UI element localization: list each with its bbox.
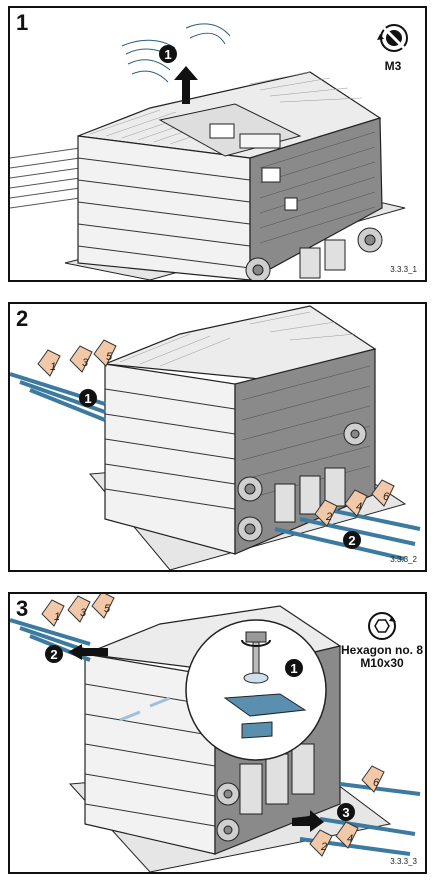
housing-left-face bbox=[77, 135, 251, 280]
step-number: 1 bbox=[16, 10, 29, 35]
svg-text:2: 2 bbox=[320, 841, 327, 853]
terminal-block bbox=[274, 467, 346, 523]
svg-text:4: 4 bbox=[356, 501, 362, 513]
cable-tag: 5 bbox=[91, 594, 115, 619]
screwdriver-rotate-icon bbox=[377, 24, 408, 52]
figure-id: 3.3.3_2 bbox=[390, 555, 417, 564]
cooling-fan bbox=[245, 227, 383, 280]
cooling-fan bbox=[216, 782, 240, 842]
figure-id: 3.3.3_3 bbox=[390, 857, 417, 866]
cable-tag: 6 bbox=[361, 765, 385, 793]
housing-ribs bbox=[77, 157, 251, 269]
cable-tag: 3 bbox=[67, 595, 91, 623]
step-3-panel: 3 bbox=[8, 592, 427, 874]
lift-arrow bbox=[174, 66, 198, 104]
step-badge-3: 3 bbox=[337, 803, 355, 821]
cable-tag: 3 bbox=[69, 345, 93, 373]
cable-tag: 1 bbox=[41, 599, 65, 627]
bolt-size: M10x30 bbox=[360, 656, 404, 670]
move-arrow bbox=[292, 810, 324, 832]
cable-tag: 6 bbox=[371, 479, 395, 507]
cable-connection-illustration: 1 3 5 2 4 6 1 2 bbox=[10, 305, 421, 570]
cables-right bbox=[274, 507, 421, 561]
svg-text:2: 2 bbox=[348, 533, 355, 548]
svg-text:1: 1 bbox=[164, 47, 171, 62]
step-number: 3 bbox=[16, 596, 29, 621]
cable-tag-group-right: 2 4 6 bbox=[314, 479, 395, 527]
hex-rotate-icon bbox=[368, 612, 396, 640]
tool-size-label: M3 bbox=[384, 59, 402, 73]
svg-text:1: 1 bbox=[50, 361, 56, 373]
housing-ribs bbox=[104, 388, 236, 510]
remove-arrow bbox=[68, 644, 108, 660]
step-badge-1: 1 bbox=[285, 659, 303, 677]
cable-tag: 4 bbox=[344, 489, 368, 517]
housing-top-hatch bbox=[119, 311, 356, 367]
svg-text:1: 1 bbox=[84, 391, 91, 406]
tool-hex-size: Hexagon no. 8 bbox=[340, 643, 423, 657]
bolt bbox=[252, 641, 260, 677]
step-badge-1: 1 bbox=[159, 45, 177, 63]
detail-magnifier bbox=[185, 619, 327, 761]
housing-right-face bbox=[249, 117, 383, 280]
cable-tag-group-right: 2 4 6 bbox=[309, 765, 385, 857]
terminal-block bbox=[239, 743, 315, 815]
svg-text:2: 2 bbox=[50, 647, 57, 662]
svg-text:3: 3 bbox=[342, 805, 349, 820]
step-badge-1: 1 bbox=[79, 389, 97, 407]
grill-pattern bbox=[241, 365, 371, 501]
airflow-lines bbox=[119, 696, 171, 722]
svg-text:3: 3 bbox=[80, 607, 87, 619]
svg-text:1: 1 bbox=[54, 611, 60, 623]
svg-text:4: 4 bbox=[347, 833, 353, 845]
terminal-block bbox=[299, 239, 346, 279]
svg-text:6: 6 bbox=[383, 491, 390, 503]
clamp-plate bbox=[241, 721, 273, 739]
svg-text:5: 5 bbox=[104, 603, 111, 615]
cable-tag: 1 bbox=[37, 349, 61, 377]
figure-id: 3.3.3_1 bbox=[390, 265, 417, 274]
tool-spec-label: Hexagon no. 8 M10x30 bbox=[340, 644, 424, 670]
washer bbox=[243, 672, 269, 684]
cables-left bbox=[10, 147, 81, 209]
step-1-panel: 1 bbox=[8, 6, 427, 282]
svg-text:3: 3 bbox=[82, 357, 89, 369]
svg-text:1: 1 bbox=[290, 661, 297, 676]
svg-text:2: 2 bbox=[325, 511, 332, 523]
rotate-arrow-icon bbox=[241, 639, 271, 647]
step-badge-2: 2 bbox=[45, 645, 63, 663]
cable-tag: 2 bbox=[314, 499, 338, 527]
svg-text:6: 6 bbox=[373, 777, 380, 789]
cable-tag-group-left: 1 3 5 bbox=[41, 594, 115, 627]
cable-tag-group-left: 1 3 5 bbox=[37, 339, 117, 377]
control-module bbox=[158, 103, 302, 211]
busbar bbox=[223, 693, 307, 717]
busbar-mounting-illustration: 1 3 5 2 4 6 1 2 3 bbox=[10, 594, 421, 872]
step-2-panel: 2 bbox=[8, 302, 427, 572]
step-number: 2 bbox=[16, 306, 29, 331]
cable-tag: 2 bbox=[309, 829, 333, 857]
drive-module-illustration: 1 bbox=[10, 23, 408, 280]
step-badge-2: 2 bbox=[343, 531, 361, 549]
cooling-fan bbox=[237, 422, 367, 542]
cable-tag: 5 bbox=[93, 339, 117, 367]
svg-text:5: 5 bbox=[106, 351, 113, 363]
bolt-head bbox=[245, 631, 267, 643]
cable-tag: 4 bbox=[335, 821, 359, 849]
